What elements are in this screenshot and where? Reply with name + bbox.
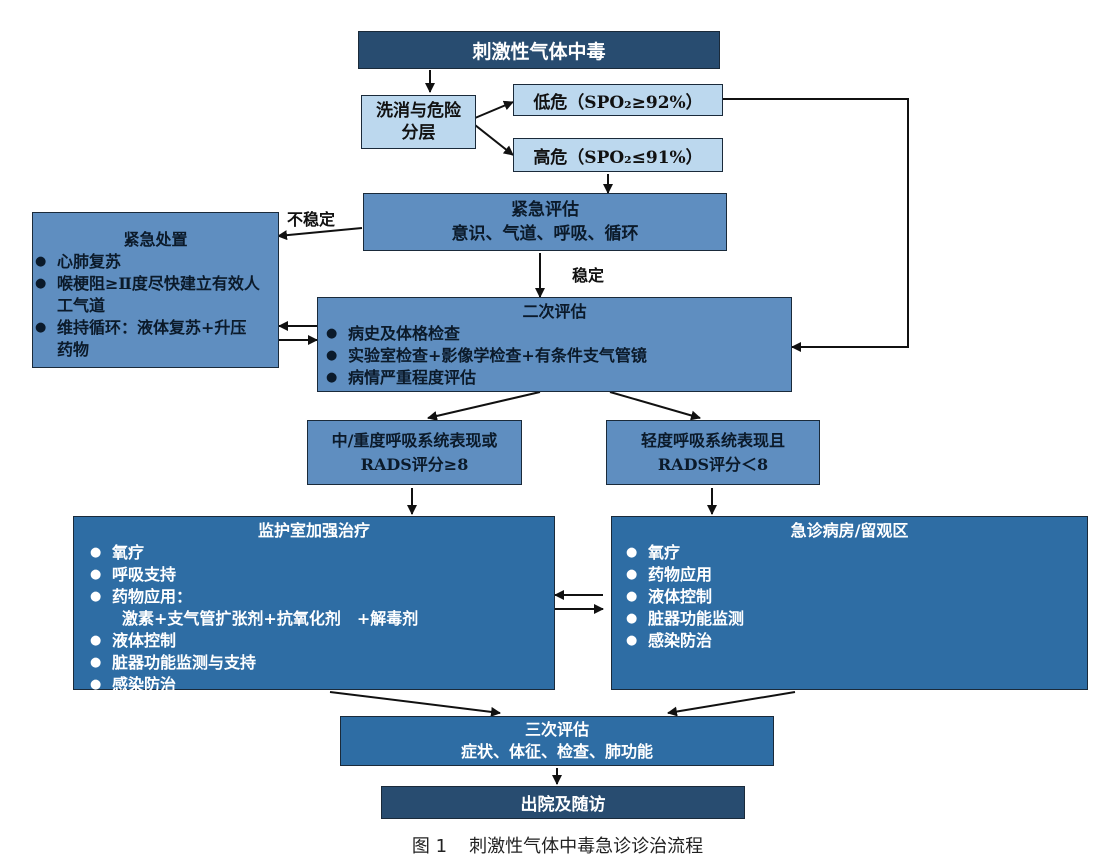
- node-emergency-ward: 急诊病房/留观区 氧疗 药物应用 液体控制 脏器功能监测 感染防治: [611, 516, 1088, 690]
- figure-title: 刺激性气体中毒急诊诊治流程: [469, 836, 704, 857]
- node-text: 刺激性气体中毒: [472, 40, 606, 63]
- arrow-secondary-to-severe: [427, 391, 541, 421]
- arrow-triage-to-high: [474, 124, 514, 156]
- node-triage: 洗消与危险分层: [361, 95, 476, 149]
- node-tertiary-evaluation: 三次评估 症状、体征、检查、肺功能: [340, 716, 774, 766]
- node-high-risk: 高危（SPO₂≤91%）: [513, 138, 723, 172]
- list-item: 脏器功能监测与支持: [82, 652, 554, 674]
- figure-caption: 图 1 刺激性气体中毒急诊诊治流程: [0, 832, 1115, 858]
- node-text: 轻度呼吸系统表现且RADS评分＜8: [640, 430, 785, 474]
- list-item: 液体控制: [82, 630, 554, 652]
- list-item: 病情严重程度评估: [318, 367, 791, 389]
- drug-detail: 激素+支气管扩张剂+抗氧化剂 +解毒剂: [122, 609, 419, 628]
- node-body: 症状、体征、检查、肺功能: [460, 742, 653, 761]
- node-title: 急诊病房/留观区: [790, 521, 909, 540]
- list-item: 药物应用：: [82, 586, 554, 608]
- list-item: 喉梗阻≥Ⅱ度尽快建立有效人工气道: [27, 273, 278, 317]
- node-text: 低危（SPO₂≥92%）: [533, 92, 703, 113]
- list-item: 感染防治: [82, 674, 554, 696]
- node-text: 高危（SPO₂≤91%）: [533, 147, 703, 168]
- list-item: 氧疗: [82, 542, 554, 564]
- icu-list: 氧疗 呼吸支持 药物应用： 激素+支气管扩张剂+抗氧化剂 +解毒剂 液体控制 脏…: [82, 542, 554, 696]
- list-item: 呼吸支持: [82, 564, 554, 586]
- node-text: 洗消与危险分层: [376, 101, 461, 143]
- label-stable: 稳定: [572, 266, 605, 285]
- arrow-low-to-secondary: [723, 98, 909, 352]
- node-body: 意识、气道、呼吸、循环: [451, 224, 639, 244]
- node-title: 二次评估: [522, 302, 587, 321]
- node-title: 紧急评估: [511, 200, 579, 220]
- figure-number: 图 1: [411, 836, 448, 857]
- arrow-unstable: [277, 227, 363, 241]
- list-item: 病史及体格检查: [318, 323, 791, 345]
- list-item: 氧疗: [618, 542, 1087, 564]
- list-item: 维持循环：液体复苏+升压药物: [27, 317, 278, 361]
- label-unstable: 不稳定: [287, 210, 336, 229]
- list-item: 液体控制: [618, 586, 1087, 608]
- arrow-ward-to-tertiary: [667, 691, 796, 717]
- node-icu: 监护室加强治疗 氧疗 呼吸支持 药物应用： 激素+支气管扩张剂+抗氧化剂 +解毒…: [73, 516, 555, 696]
- ward-list: 氧疗 药物应用 液体控制 脏器功能监测 感染防治: [618, 542, 1087, 652]
- node-secondary-evaluation: 二次评估 病史及体格检查 实验室检查+影像学检查+有条件支气管镜 病情严重程度评…: [317, 297, 792, 392]
- node-text: 中/重度呼吸系统表现或RADS评分≥8: [331, 430, 498, 474]
- list-item: 药物应用: [618, 564, 1087, 586]
- node-discharge: 出院及随访: [381, 786, 745, 819]
- list-item: 心肺复苏: [27, 251, 278, 273]
- node-title: 紧急处置: [123, 230, 188, 249]
- node-emergency-evaluation: 紧急评估 意识、气道、呼吸、循环: [363, 193, 727, 251]
- arrow-triage-to-low: [474, 100, 514, 119]
- node-title: 监护室加强治疗: [257, 521, 370, 540]
- node-irritant-gas-poisoning: 刺激性气体中毒: [358, 31, 720, 69]
- arrow-secondary-to-mild: [609, 391, 701, 421]
- node-mild: 轻度呼吸系统表现且RADS评分＜8: [606, 420, 820, 485]
- node-emergency-care: 紧急处置 心肺复苏 喉梗阻≥Ⅱ度尽快建立有效人工气道 维持循环：液体复苏+升压药…: [32, 212, 279, 368]
- list-item: 实验室检查+影像学检查+有条件支气管镜: [318, 345, 791, 367]
- list-item: 脏器功能监测: [618, 608, 1087, 630]
- node-title: 三次评估: [524, 720, 589, 739]
- node-low-risk: 低危（SPO₂≥92%）: [513, 84, 723, 116]
- list-item: 感染防治: [618, 630, 1087, 652]
- node-text: 出院及随访: [520, 795, 606, 815]
- emergency-care-list: 心肺复苏 喉梗阻≥Ⅱ度尽快建立有效人工气道 维持循环：液体复苏+升压药物: [27, 251, 278, 361]
- secondary-eval-list: 病史及体格检查 实验室检查+影像学检查+有条件支气管镜 病情严重程度评估: [318, 323, 791, 389]
- node-moderate-severe: 中/重度呼吸系统表现或RADS评分≥8: [307, 420, 522, 485]
